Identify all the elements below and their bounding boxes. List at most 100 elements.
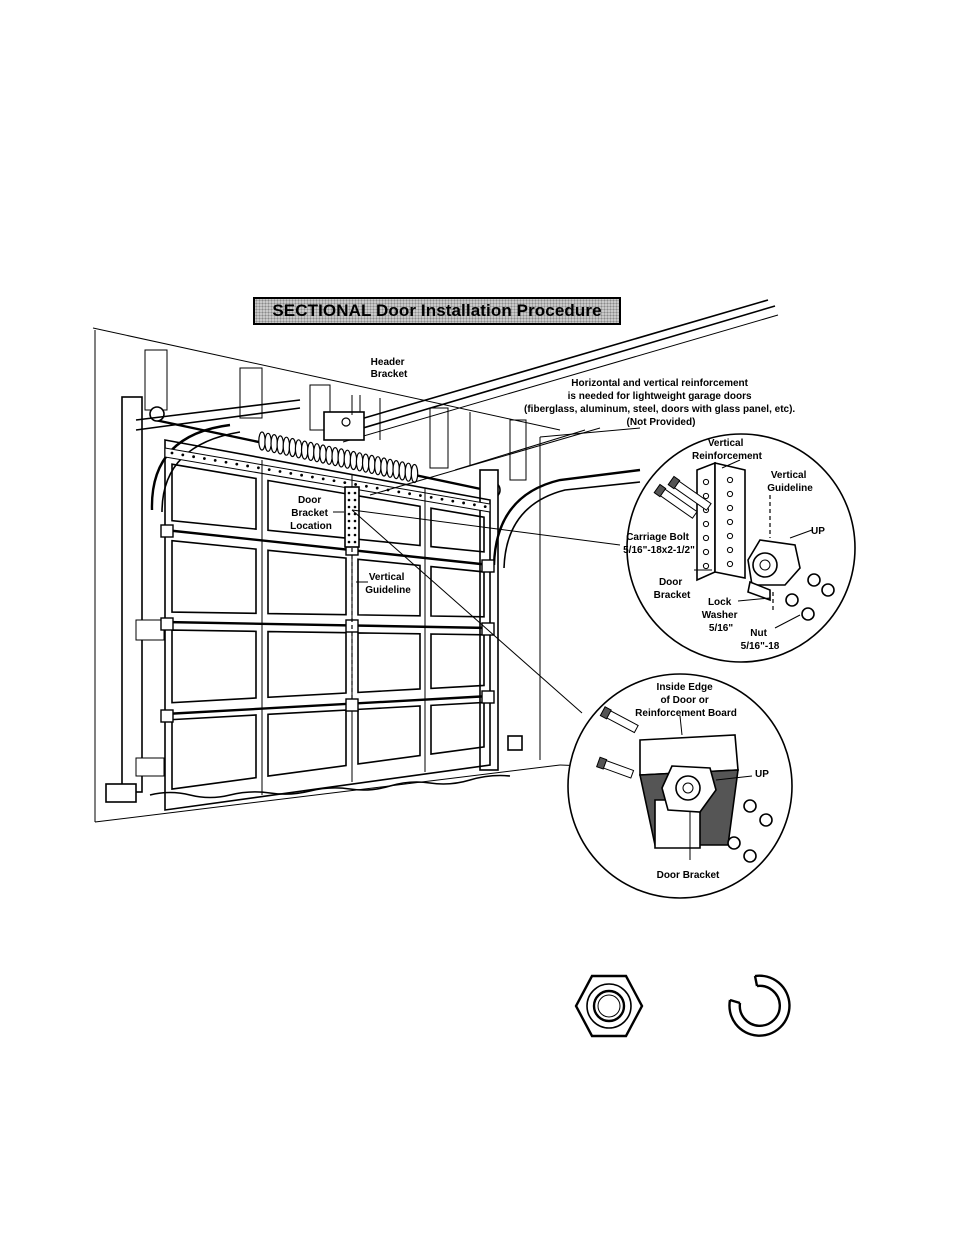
bracket-hole	[347, 526, 351, 530]
door-hinge	[481, 690, 495, 704]
bracket-hole	[347, 540, 351, 544]
rail-hole	[462, 501, 465, 505]
rail-hole	[181, 453, 185, 457]
label-reinforcement-note: Horizontal and vertical reinforcement is…	[524, 378, 798, 428]
bracket-hole	[353, 491, 357, 495]
label-door-bracket-upper: Door Bracket	[654, 577, 691, 601]
bracket-hole	[347, 512, 351, 516]
spring-coil	[386, 458, 394, 478]
door-panel	[430, 565, 485, 618]
door-bracket-location	[344, 486, 360, 700]
spring-coil	[337, 448, 346, 468]
rail-hole	[246, 464, 250, 468]
rail-hole	[311, 475, 314, 479]
door-hinge	[481, 622, 495, 636]
bracket-hole	[353, 498, 357, 502]
spring-coil	[258, 431, 266, 451]
spring-coil	[319, 444, 327, 464]
spring-coil	[325, 445, 333, 465]
reinforcement-hole	[726, 490, 734, 498]
spring-coil	[306, 441, 315, 461]
spring-coil	[294, 439, 303, 459]
rail-hole	[213, 459, 217, 462]
spring-coil	[282, 436, 291, 456]
rail-hole	[375, 486, 379, 490]
rail-hole	[235, 462, 239, 466]
bracket-hole	[347, 519, 351, 523]
rail-hole	[483, 505, 487, 509]
spring-coil	[300, 440, 309, 460]
rail-hole	[419, 494, 422, 497]
bracket-hole	[353, 540, 357, 544]
garage-structure	[92, 327, 641, 823]
reinforcement-hole	[702, 492, 710, 500]
label-lock-washer: Lock Washer 5/16"	[702, 597, 741, 634]
hex-nut-icon	[574, 974, 644, 1038]
label-header-bracket: Header Bracket	[371, 357, 408, 380]
label-carriage-bolt: Carriage Bolt 5/16"-18x2-1/2"	[623, 532, 695, 556]
door-panel	[357, 632, 421, 694]
spring-coil	[398, 461, 407, 481]
rail-hole	[321, 477, 325, 481]
rail-hole	[408, 492, 411, 496]
spring-coil	[410, 463, 419, 484]
rail-hole	[203, 457, 206, 460]
door-panel	[357, 558, 421, 617]
door-panel	[171, 629, 257, 704]
lower-detail-circle	[567, 673, 793, 899]
spring-coil	[355, 452, 364, 472]
rail-hole	[397, 490, 401, 494]
label-up-upper: UP	[811, 526, 825, 537]
reinforcement-hole	[726, 546, 734, 554]
bracket-hole	[347, 505, 351, 509]
spring-coil	[392, 460, 401, 480]
bracket-hole	[347, 533, 351, 537]
rail-hole	[429, 496, 433, 499]
rail-hole	[440, 497, 444, 501]
lock-washer-icon	[728, 974, 791, 1037]
door-hinge	[160, 524, 174, 538]
spring-coil	[374, 456, 382, 476]
door-panel	[430, 633, 485, 690]
door-hinge	[481, 559, 495, 573]
spring-coil	[313, 443, 321, 463]
spring-coil	[331, 447, 340, 467]
reinforcement-hole	[726, 476, 734, 484]
rail-hole	[278, 470, 282, 473]
rail-hole	[257, 466, 260, 470]
door-hinge	[160, 709, 174, 723]
bracket-hole	[347, 498, 351, 502]
spring-coil	[349, 450, 358, 471]
reinforcement-hole	[702, 520, 710, 528]
rail-hole	[332, 479, 336, 483]
spring-coil	[361, 453, 370, 473]
label-vertical-reinforcement: Vertical Reinforcement	[692, 438, 763, 462]
bracket-hole	[353, 526, 357, 530]
label-vertical-guideline-main: Vertical Guideline	[365, 572, 411, 596]
spring-coil	[276, 435, 285, 455]
door-hinge	[160, 617, 174, 631]
page-title: SECTIONAL Door Installation Procedure	[253, 297, 621, 325]
bracket-hole	[353, 533, 357, 537]
leader-lines	[333, 395, 621, 714]
door-panel	[267, 630, 347, 699]
rail-hole	[289, 471, 293, 475]
rail-hole	[343, 481, 347, 484]
door-panel	[171, 714, 257, 790]
reinforcement-hole	[702, 478, 710, 486]
rail-hole	[365, 484, 368, 488]
spring-coil	[343, 449, 352, 469]
door-panel	[267, 549, 347, 616]
door-panel	[171, 463, 257, 530]
spring-coil	[367, 454, 376, 474]
reinforcement-hole	[726, 532, 734, 540]
spring-coil	[380, 457, 388, 477]
label-vertical-guideline-detail: Vertical Guideline	[767, 470, 813, 494]
label-inside-edge: Inside Edge of Door or Reinforcement Boa…	[635, 682, 737, 719]
door-panel	[430, 507, 485, 553]
door-hinge	[345, 698, 359, 712]
spring-coil	[270, 434, 279, 454]
reinforcement-hole	[702, 562, 710, 570]
label-door-bracket-location: Door Bracket Location	[290, 495, 332, 532]
rail-hole	[354, 483, 357, 486]
